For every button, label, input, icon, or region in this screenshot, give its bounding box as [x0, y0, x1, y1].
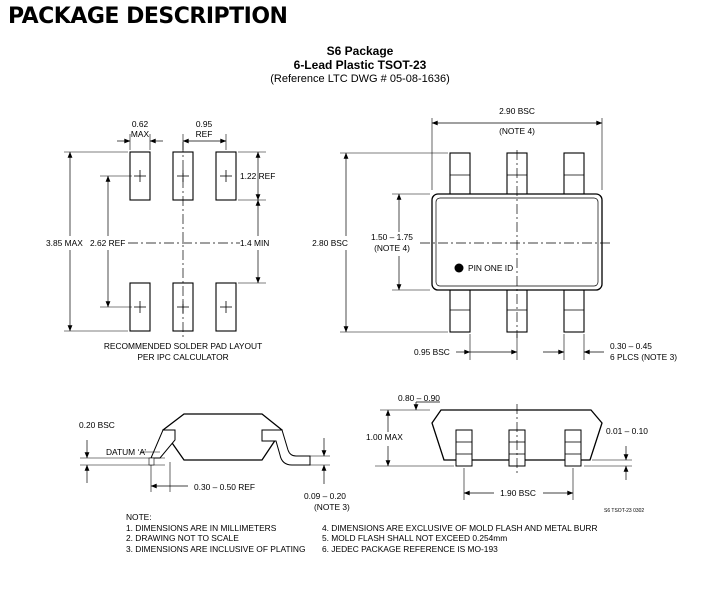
lead [449, 289, 471, 333]
note-item: 2. DRAWING NOT TO SCALE [126, 533, 239, 543]
side-view: 0.20 BSC DATUM ‘A’ 0.30 – 0.50 REF 0.09 … [79, 413, 350, 512]
pad-pitch-dim: 0.95 [196, 119, 213, 129]
note-item: 1. DIMENSIONS ARE IN MILLIMETERS [126, 522, 277, 533]
note-item: 6. JEDEC PACKAGE REFERENCE IS MO-193 [322, 543, 498, 554]
notes-right: 4. DIMENSIONS ARE EXCLUSIVE OF MOLD FLAS… [322, 523, 598, 555]
gauge-dim: 0.20 BSC [79, 420, 115, 430]
drawing-reference: (Reference LTC DWG # 05-08-1636) [270, 73, 450, 85]
lead-width-dim: 0.30 – 0.45 [610, 341, 652, 351]
pin-one-label: PIN ONE ID [468, 263, 513, 273]
front-view: 0.80 – 0.90 1.00 MAX 0.01 – 0.10 1.90 BS… [366, 393, 648, 514]
body-width-note: (NOTE 4) [374, 243, 410, 253]
datum-box [148, 457, 155, 466]
pad-length-dim: 1.22 REF [240, 171, 275, 181]
datum-label: DATUM ‘A’ [106, 447, 146, 457]
body-length-note: (NOTE 4) [499, 126, 535, 136]
foot-length-dim: 0.30 – 0.50 REF [194, 482, 255, 492]
pad-width-qualifier: MAX [131, 129, 150, 139]
pad-width-dim: 0.62 [132, 119, 149, 129]
lead [564, 429, 582, 467]
top-view: PIN ONE ID 2.90 BSC (NOTE 4) 2. [312, 106, 677, 362]
max-height-dim: 1.00 MAX [366, 432, 403, 442]
package-type: 6-Lead Plastic TSOT-23 [293, 58, 427, 72]
lead-thickness-dim: 0.09 – 0.20 [304, 491, 346, 501]
notes-left: NOTE: 1. DIMENSIONS ARE IN MILLIMETERS 2… [126, 512, 305, 554]
pad-layout-caption: RECOMMENDED SOLDER PAD LAYOUT [104, 341, 262, 351]
page-heading: PACKAGE DESCRIPTION [8, 4, 288, 29]
pad-pitch-qualifier: REF [196, 129, 213, 139]
pad-overall-dim: 3.85 MAX [46, 238, 83, 248]
lead [449, 152, 471, 197]
body-height-dim: 0.80 – 0.90 [398, 393, 440, 403]
body-length-dim: 2.90 BSC [499, 106, 535, 116]
drawing-title-block: S6 Package 6-Lead Plastic TSOT-23 (Refer… [0, 44, 720, 86]
lead-pitch-dim: 0.95 BSC [414, 347, 450, 357]
note-item: 3. DIMENSIONS ARE INCLUSIVE OF PLATING [126, 543, 306, 554]
pad-gap-dim: 1.4 MIN [240, 238, 269, 248]
lead [563, 289, 585, 333]
solder-pad-layout: 0.62 MAX 0.95 REF 1.22 REF 1.4 MIN 3.85 … [46, 119, 275, 362]
lead [455, 429, 473, 467]
pin-one-dot [454, 263, 464, 273]
pad-layout-caption-2: PER IPC CALCULATOR [137, 352, 228, 362]
solder-pad [215, 282, 237, 332]
side-lead-left [150, 429, 176, 459]
note-item: 4. DIMENSIONS ARE EXCLUSIVE OF MOLD FLAS… [322, 522, 598, 533]
notes-heading: NOTE: [126, 512, 152, 522]
package-name: S6 Package [326, 44, 394, 58]
overall-width-dim: 2.80 BSC [312, 238, 348, 248]
lead-width-note: 6 PLCS (NOTE 3) [610, 352, 677, 362]
note-item: 5. MOLD FLASH SHALL NOT EXCEED 0.254mm [322, 533, 508, 543]
solder-pad [215, 151, 237, 201]
standoff-dim: 0.01 – 0.10 [606, 426, 648, 436]
pad-center-dim: 2.62 REF [90, 238, 125, 248]
lead [563, 152, 585, 197]
lead-span-dim: 1.90 BSC [500, 488, 536, 498]
body-width-dim: 1.50 – 1.75 [371, 232, 413, 242]
lead-thickness-note: (NOTE 3) [314, 502, 350, 512]
drawing-id: S6 TSOT-23 0302 [604, 508, 644, 514]
